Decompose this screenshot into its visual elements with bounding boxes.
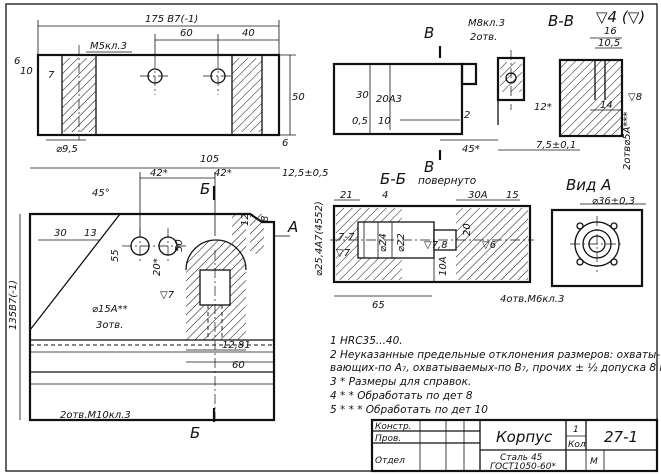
bb-dia-22: ⌀22 xyxy=(396,233,407,252)
title-block-qty: 1 xyxy=(573,425,579,435)
top-dim-7: 7 xyxy=(48,70,55,81)
section-bb-view xyxy=(330,199,534,297)
vv-dim-12: 12* xyxy=(534,102,552,113)
title-block-row3: Отдел xyxy=(375,456,405,466)
title-block-name: Корпус xyxy=(496,428,553,446)
front-label-b-bottom: Б xyxy=(190,424,200,442)
top-thread: М5кл.3 xyxy=(90,41,127,52)
bb-dim-21: 21 xyxy=(340,190,353,201)
front-rough-7: ▽7 xyxy=(160,290,175,301)
vv-holes: 2отв. xyxy=(470,32,497,43)
front-dim-12-81: 12,81 xyxy=(222,340,251,351)
bb-dia-24: ⌀24 xyxy=(378,233,389,252)
note-line-4: 3 * Размеры для справок. xyxy=(330,376,471,388)
title-block-material-2: ГОСТ1050-60* xyxy=(490,462,556,472)
detail-dim-14: 14 xyxy=(600,100,613,111)
top-view-hatch-right xyxy=(232,58,262,132)
front-label-b-top: Б xyxy=(200,180,210,198)
top-rough-6a: 6 xyxy=(14,56,20,67)
bb-dim-65: 65 xyxy=(372,300,385,311)
drawing-frame xyxy=(5,3,658,472)
title-block-row2: Пров. xyxy=(375,434,401,444)
bb-thread: 4отв.М6кл.3 xyxy=(500,294,564,305)
vv-label-top: В xyxy=(424,24,434,42)
title-block-material-1: Сталь 45 xyxy=(500,453,543,463)
front-dim-50: 50 xyxy=(174,239,185,252)
front-dim-30: 30 xyxy=(54,228,67,239)
top-dia-9-5: ⌀9,5 xyxy=(56,144,78,155)
front-dim-12-5: 12,5±0,5 xyxy=(282,168,329,179)
note-line-5: 4 * * Обработать по дет 8 xyxy=(330,390,473,402)
front-dim-55: 55 xyxy=(110,249,121,262)
front-dim-135: 135В7(-1) xyxy=(8,280,19,330)
bb-dim-30a: 30А xyxy=(468,190,488,201)
front-dia-15a: ⌀15А** xyxy=(92,304,128,315)
vv-dim-7-5: 7,5±0,1 xyxy=(536,140,576,151)
title-block-row1: Констр. xyxy=(375,422,412,432)
note-line-2: 2 Неуказанные предельные отклонения разм… xyxy=(330,349,660,361)
front-dim-60: 60 xyxy=(232,360,245,371)
front-dim-42a: 42* xyxy=(150,168,168,179)
view-a xyxy=(550,203,646,288)
note-line-1: 1 HRC35...40. xyxy=(330,335,403,347)
front-dim-13: 13 xyxy=(84,228,97,239)
top-view xyxy=(36,20,296,141)
note-line-6: 5 * * * Обработать по дет 10 xyxy=(330,404,488,416)
bb-dim-10a: 10А xyxy=(438,256,449,276)
bb-subtitle: повернуто xyxy=(418,175,476,187)
view-a-title: Вид А xyxy=(566,176,611,194)
front-angle-45: 45° xyxy=(92,188,110,199)
bb-dim-4: 4 xyxy=(382,190,388,201)
front-thread-m10: 2отв.М10кл.3 xyxy=(60,410,131,421)
vv-thread: М8кл.3 xyxy=(468,18,505,29)
title-block xyxy=(370,418,659,473)
top-dim-50: 50 xyxy=(292,92,305,103)
bb-rough-6: ▽6 xyxy=(482,240,496,251)
top-dim-overall: 175 В7(-1) xyxy=(145,14,198,25)
rough-header: ▽4 (▽) xyxy=(596,8,645,26)
detail-dim-16: 16 xyxy=(604,26,617,37)
front-dim-12: 12 xyxy=(240,213,251,226)
vv-dim-45: 45* xyxy=(462,144,480,155)
top-dim-60: 60 xyxy=(180,28,193,39)
top-dim-40: 40 xyxy=(242,28,255,39)
front-label-a: А xyxy=(287,218,298,236)
bb-dia-25: ⌀25,4А7(4552) xyxy=(314,201,325,276)
detail-rough: ▽8 xyxy=(628,92,642,103)
bb-dim-7-7: 7-7 xyxy=(338,232,355,243)
top-dim-10: 10 xyxy=(20,66,33,77)
front-dim-42b: 42* xyxy=(214,168,232,179)
front-dim-8: 8 xyxy=(260,216,271,222)
front-dim-105: 105 xyxy=(200,154,219,165)
vv-dim-30: 30 xyxy=(356,90,369,101)
note-line-3: вающих-по А₇, охватываемых-по В₇, прочих… xyxy=(330,362,661,374)
front-holes-3: 3отв. xyxy=(96,320,123,331)
vv-dim-0-5: 0,5 xyxy=(352,116,368,127)
bb-rough-78: ▽7,8 xyxy=(424,240,448,251)
title-block-number: 27-1 xyxy=(604,428,638,446)
bb-title: Б-Б xyxy=(380,170,406,188)
bb-rough-7: ▽7 xyxy=(336,248,351,259)
detail-dim-10-5: 10,5 xyxy=(598,38,620,49)
title-block-scale: М xyxy=(590,457,598,467)
bb-dim-15: 15 xyxy=(506,190,519,201)
view-a-dia-36: ⌀36±0,3 xyxy=(592,196,635,207)
front-dim-20: 20* xyxy=(152,258,163,276)
detail-right-view xyxy=(558,37,624,138)
vv-title: В-В xyxy=(548,12,574,30)
vv-dim-2: 2 xyxy=(464,110,470,121)
top-view-outline xyxy=(36,53,281,137)
detail-holes: 2отв⌀5А*** xyxy=(622,112,633,170)
section-vv-view xyxy=(332,46,580,160)
title-block-qty-label: Кол xyxy=(568,440,586,450)
bb-dim-20: 20 xyxy=(462,223,473,236)
vv-dim-10: 10 xyxy=(378,116,391,127)
vv-dim-20a3: 20А3 xyxy=(376,94,402,105)
front-view xyxy=(19,167,290,422)
top-rough-6b: 6 xyxy=(282,138,288,149)
vv-label-bottom: В xyxy=(424,158,434,176)
